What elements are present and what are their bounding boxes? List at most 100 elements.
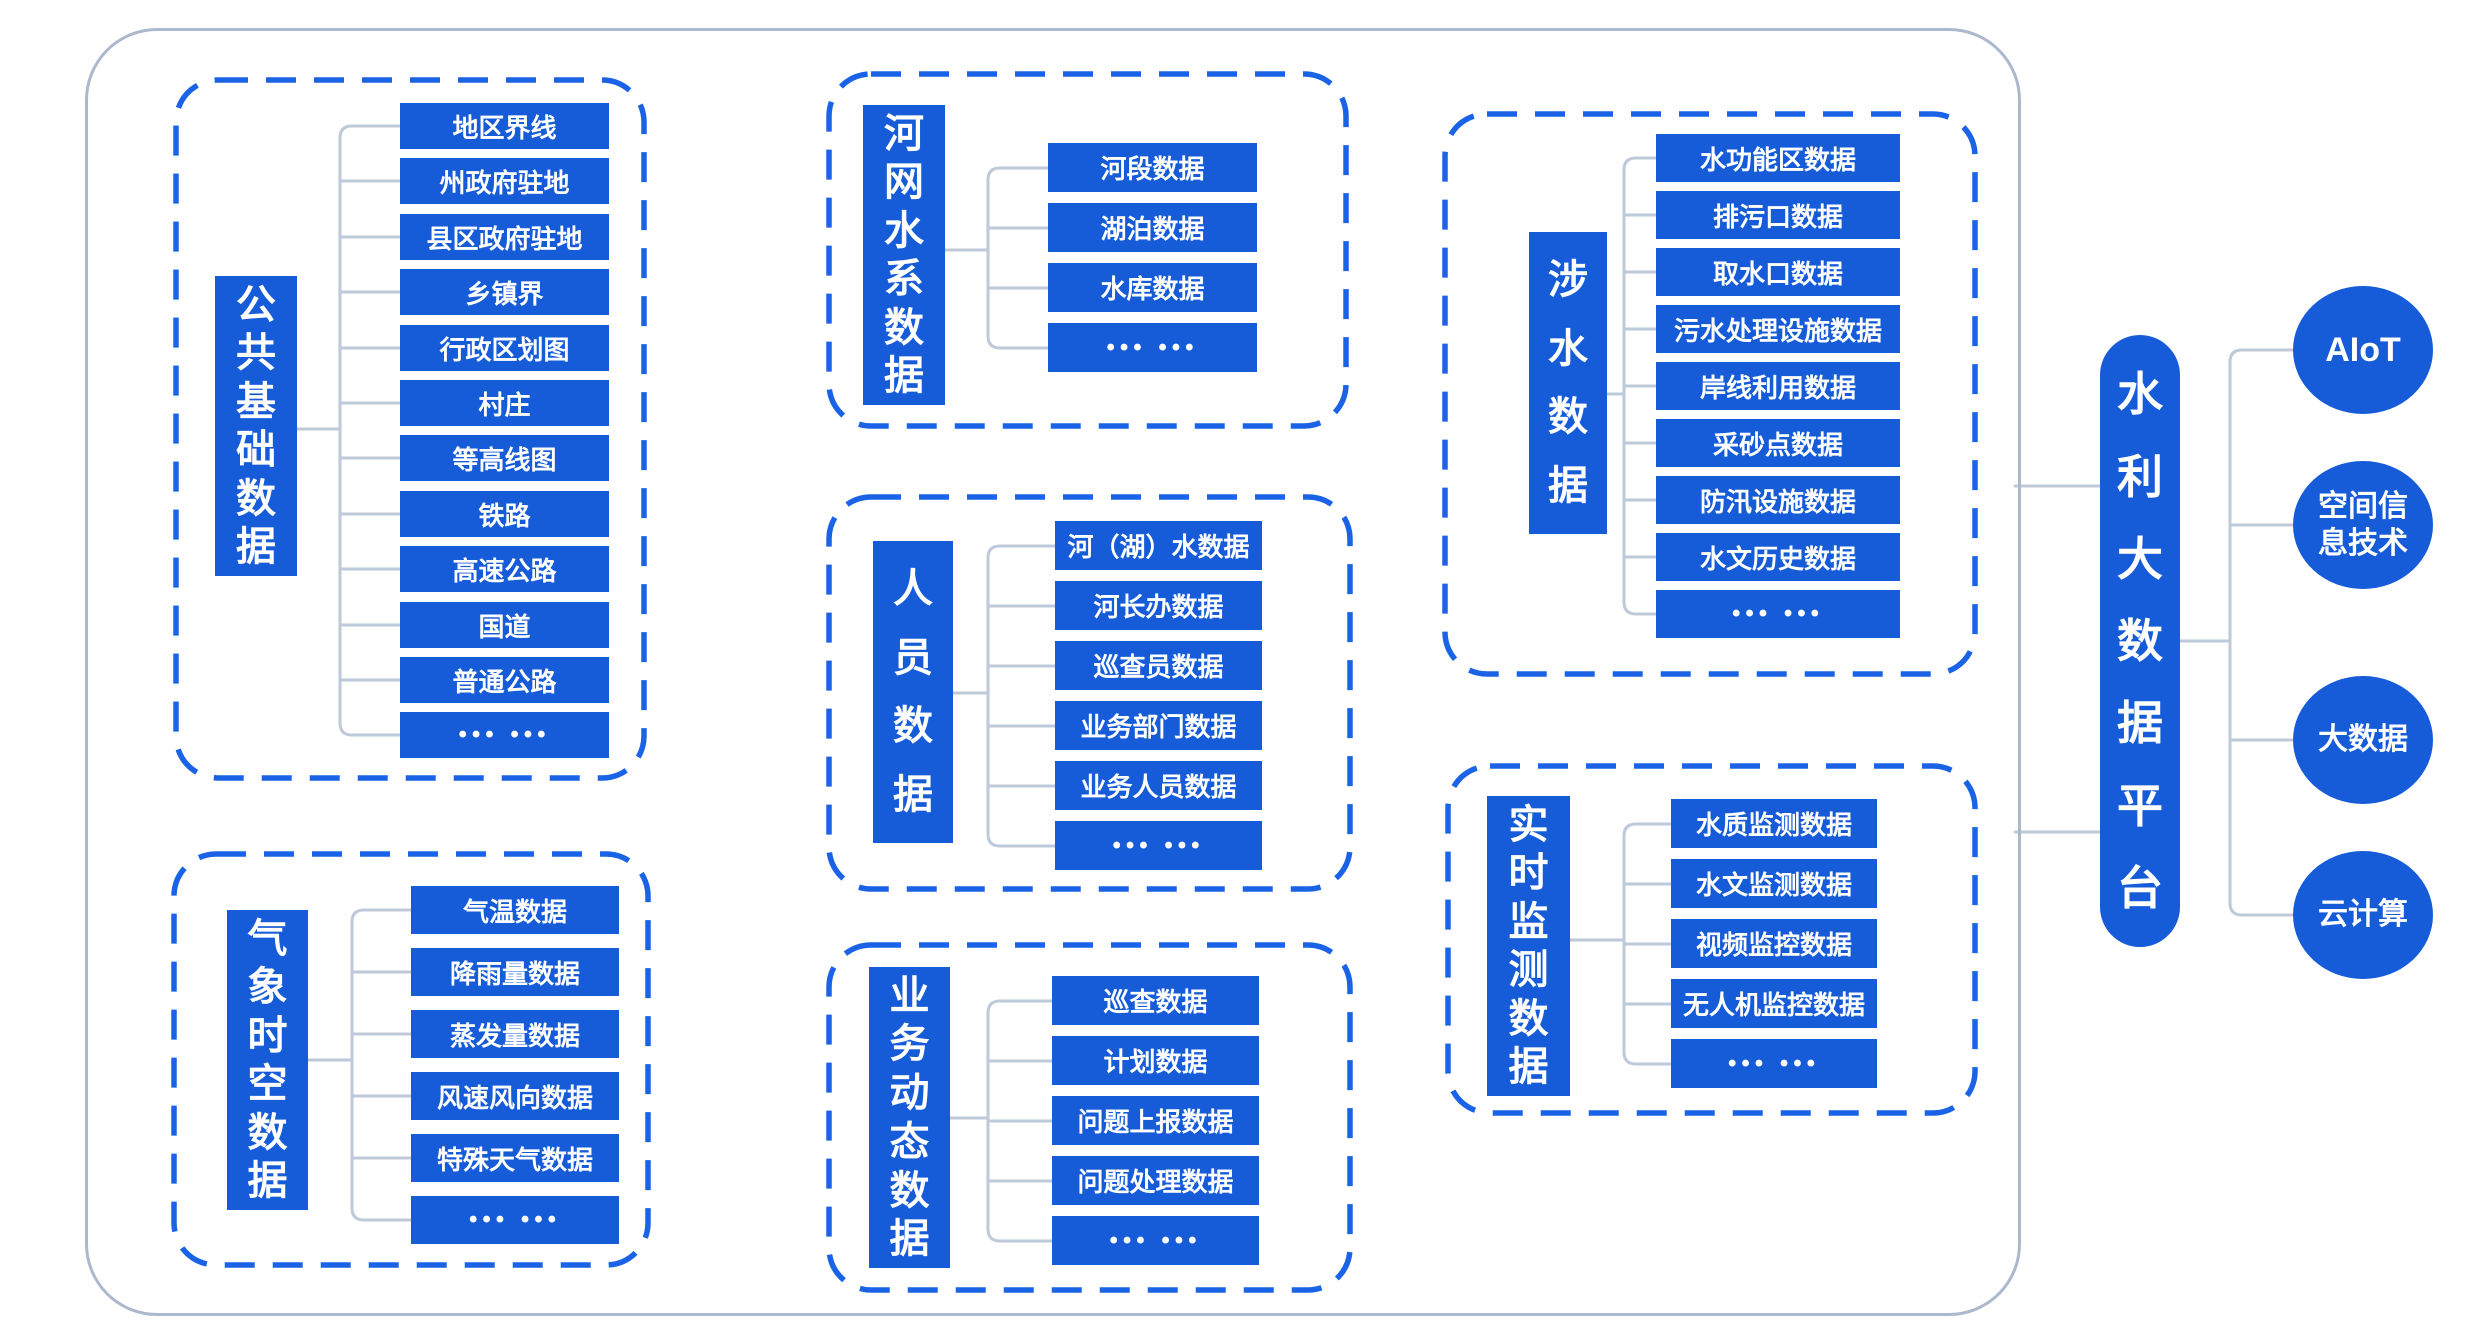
group-border-realtime-monitoring-data bbox=[1445, 763, 1978, 1116]
tree-item-meteorological-data-4: 特殊天气数据 bbox=[411, 1134, 619, 1182]
group-border-water-related-data bbox=[1442, 111, 1978, 677]
group-tree-public-basic-data bbox=[295, 124, 404, 737]
group-label-char: 实 bbox=[1508, 802, 1549, 847]
group-label-char: 员 bbox=[893, 635, 933, 680]
platform-label-char: 数 bbox=[2117, 615, 2163, 667]
tree-item-river-network-data-1: 湖泊数据 bbox=[1048, 203, 1257, 252]
tree-item-water-related-data-0: 水功能区数据 bbox=[1656, 134, 1900, 182]
platform-label-char: 利 bbox=[2117, 450, 2163, 503]
tree-item-personnel-data-1: 河长办数据 bbox=[1055, 581, 1262, 630]
tree-item-river-network-data-0: 河段数据 bbox=[1048, 143, 1257, 192]
tree-item-business-dynamic-data-3: 问题处理数据 bbox=[1052, 1156, 1259, 1205]
platform-label-char: 大 bbox=[2117, 532, 2163, 585]
tree-item-public-basic-data-11: ••• ••• bbox=[400, 712, 609, 758]
tree-item-business-dynamic-data-0: 巡查数据 bbox=[1052, 976, 1259, 1025]
tree-item-business-dynamic-data-4: ••• ••• bbox=[1052, 1216, 1259, 1265]
tree-item-personnel-data-5: ••• ••• bbox=[1055, 821, 1262, 870]
technology-node-1: 空间信息技术 bbox=[2293, 461, 2433, 589]
group-label-char: 共 bbox=[236, 331, 276, 376]
link-platform-to-technologies bbox=[2176, 348, 2301, 917]
platform-label-char: 台 bbox=[2117, 861, 2163, 914]
tree-item-meteorological-data-3: 风速风向数据 bbox=[411, 1072, 619, 1120]
tree-item-realtime-monitoring-data-4: ••• ••• bbox=[1671, 1039, 1877, 1088]
tree-item-public-basic-data-7: 铁路 bbox=[400, 491, 609, 537]
group-label-char: 时 bbox=[1508, 851, 1549, 896]
tree-item-public-basic-data-4: 行政区划图 bbox=[400, 325, 609, 371]
group-label-char: 时 bbox=[247, 1013, 288, 1058]
tree-item-personnel-data-4: 业务人员数据 bbox=[1055, 761, 1262, 810]
tree-item-water-related-data-7: 水文历史数据 bbox=[1656, 533, 1900, 581]
tree-item-meteorological-data-0: 气温数据 bbox=[411, 886, 619, 934]
tree-item-meteorological-data-1: 降雨量数据 bbox=[411, 948, 619, 996]
group-label-char: 据 bbox=[893, 772, 933, 817]
tree-item-water-related-data-2: 取水口数据 bbox=[1656, 248, 1900, 296]
platform-label-char: 据 bbox=[2117, 697, 2163, 750]
tree-item-public-basic-data-6: 等高线图 bbox=[400, 435, 609, 481]
group-label-char: 据 bbox=[1508, 1045, 1549, 1090]
group-label-char: 数 bbox=[1508, 996, 1549, 1041]
group-label-public-basic-data: 公共基础数据 bbox=[215, 276, 297, 576]
tree-item-public-basic-data-10: 普通公路 bbox=[400, 657, 609, 703]
tree-item-public-basic-data-8: 高速公路 bbox=[400, 546, 609, 592]
group-label-char: 据 bbox=[1548, 463, 1588, 508]
tree-item-public-basic-data-1: 州政府驻地 bbox=[400, 158, 609, 204]
group-tree-business-dynamic-data bbox=[948, 999, 1056, 1243]
group-label-meteorological-data: 气象时空数据 bbox=[227, 910, 308, 1210]
group-label-char: 监 bbox=[1508, 899, 1549, 944]
group-label-char: 据 bbox=[247, 1159, 288, 1204]
group-label-realtime-monitoring-data: 实时监测数据 bbox=[1487, 796, 1570, 1096]
group-tree-water-related-data bbox=[1605, 156, 1660, 616]
tree-item-river-network-data-2: 水库数据 bbox=[1048, 263, 1257, 312]
group-label-char: 数 bbox=[236, 476, 276, 521]
group-label-char: 系 bbox=[884, 257, 924, 302]
tree-item-realtime-monitoring-data-0: 水质监测数据 bbox=[1671, 799, 1877, 848]
group-border-business-dynamic-data bbox=[826, 942, 1353, 1293]
tree-item-public-basic-data-2: 县区政府驻地 bbox=[400, 214, 609, 260]
group-label-char: 数 bbox=[247, 1110, 288, 1155]
tree-item-public-basic-data-0: 地区界线 bbox=[400, 103, 609, 149]
group-label-personnel-data: 人员数据 bbox=[873, 541, 953, 843]
tree-item-public-basic-data-3: 乡镇界 bbox=[400, 269, 609, 315]
group-tree-river-network-data bbox=[943, 166, 1052, 350]
group-label-char: 数 bbox=[893, 704, 933, 749]
tree-item-public-basic-data-5: 村庄 bbox=[400, 380, 609, 426]
group-label-char: 人 bbox=[893, 567, 933, 612]
group-label-char: 数 bbox=[889, 1168, 930, 1213]
platform-label-char: 水 bbox=[2117, 368, 2163, 421]
tree-item-personnel-data-3: 业务部门数据 bbox=[1055, 701, 1262, 750]
group-label-char: 涉 bbox=[1548, 258, 1588, 303]
group-border-public-basic-data bbox=[173, 77, 647, 781]
group-label-char: 测 bbox=[1508, 948, 1549, 993]
group-label-char: 网 bbox=[884, 160, 924, 205]
group-label-char: 水 bbox=[884, 208, 924, 253]
group-label-char: 数 bbox=[884, 305, 924, 350]
group-label-char: 础 bbox=[236, 428, 276, 473]
group-label-business-dynamic-data: 业务动态数据 bbox=[869, 967, 950, 1268]
group-label-char: 数 bbox=[1548, 395, 1588, 440]
tree-item-public-basic-data-9: 国道 bbox=[400, 602, 609, 648]
group-label-char: 水 bbox=[1548, 326, 1588, 371]
tree-item-water-related-data-1: 排污口数据 bbox=[1656, 191, 1900, 239]
group-label-char: 动 bbox=[889, 1071, 930, 1116]
group-label-char: 业 bbox=[889, 973, 930, 1018]
tree-item-personnel-data-0: 河（湖）水数据 bbox=[1055, 521, 1262, 570]
group-label-river-network-data: 河网水系数据 bbox=[863, 105, 945, 405]
group-label-char: 基 bbox=[236, 379, 276, 424]
tree-item-personnel-data-2: 巡查员数据 bbox=[1055, 641, 1262, 690]
tree-item-water-related-data-4: 岸线利用数据 bbox=[1656, 362, 1900, 410]
technology-node-2: 大数据 bbox=[2293, 676, 2433, 804]
group-label-char: 象 bbox=[247, 965, 288, 1010]
tree-item-water-related-data-6: 防汛设施数据 bbox=[1656, 476, 1900, 524]
group-label-water-related-data: 涉水数据 bbox=[1529, 232, 1607, 534]
tree-item-realtime-monitoring-data-2: 视频监控数据 bbox=[1671, 919, 1877, 968]
tree-item-water-related-data-3: 污水处理设施数据 bbox=[1656, 305, 1900, 353]
technology-node-0: AIoT bbox=[2293, 286, 2433, 414]
platform-label-char: 平 bbox=[2117, 779, 2163, 832]
group-label-char: 据 bbox=[236, 525, 276, 570]
group-border-river-network-data bbox=[826, 71, 1349, 429]
group-label-char: 务 bbox=[889, 1022, 930, 1067]
tree-item-meteorological-data-5: ••• ••• bbox=[411, 1196, 619, 1244]
platform-node: 水利大数据平台 bbox=[2100, 335, 2180, 947]
